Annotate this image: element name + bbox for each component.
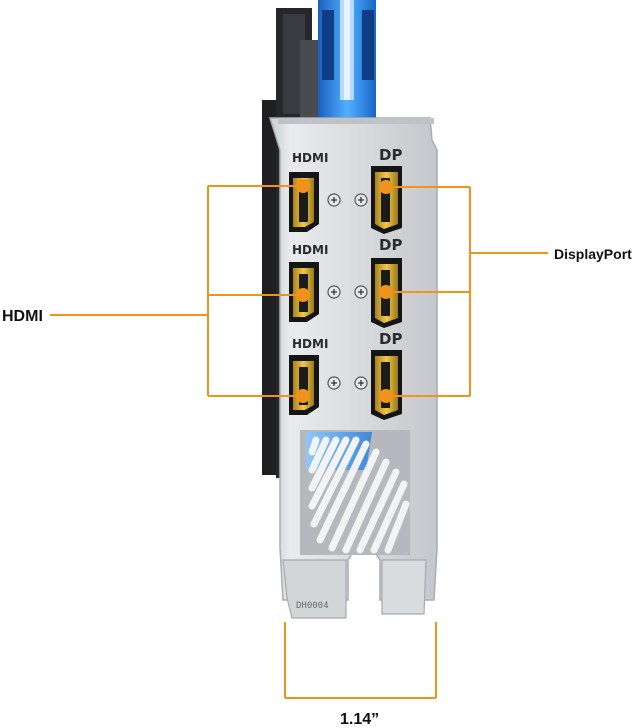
- width-dimension-bracket: [284, 622, 437, 699]
- hdmi-callout-label: HDMI: [2, 308, 43, 325]
- width-dimension-label: 1.14”: [340, 711, 379, 728]
- port-labels: HDMI HDMI HDMI DP DP DP DH0004: [292, 146, 402, 611]
- dp-port-label-3: DP: [379, 330, 402, 348]
- cooler-top: [318, 0, 376, 120]
- displayport-callout-label: DisplayPort: [554, 246, 632, 262]
- hdmi-port-label-2: HDMI: [292, 243, 328, 257]
- hdmi-port-label-3: HDMI: [292, 337, 328, 351]
- dp-port-3: [371, 350, 402, 420]
- displayport-callout-lines: [386, 186, 548, 397]
- hdmi-callout-dots: [296, 179, 310, 403]
- hdmi-port-3: [289, 355, 319, 415]
- part-number: DH0004: [296, 601, 329, 611]
- displayport-callout-dots: [379, 180, 393, 403]
- vent-grille: [300, 430, 410, 555]
- dp-port-label-1: DP: [379, 146, 402, 164]
- dp-port-label-2: DP: [379, 236, 402, 254]
- bracket-screws: [327, 193, 368, 390]
- hdmi-callout-lines: [50, 185, 303, 397]
- hdmi-port-label-1: HDMI: [292, 151, 328, 165]
- dp-port-1: [371, 166, 402, 234]
